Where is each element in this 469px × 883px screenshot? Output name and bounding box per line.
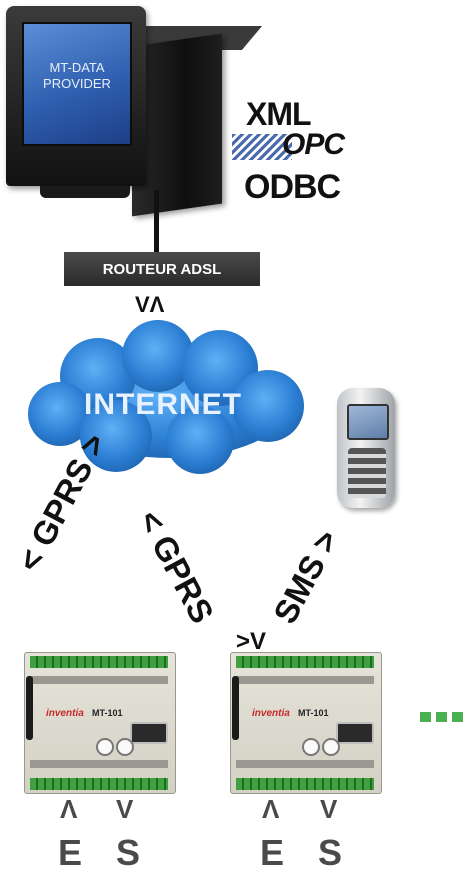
module-2-bottom-terminals bbox=[236, 778, 374, 790]
module-2-model: MT-101 bbox=[298, 708, 329, 718]
continuation-dash bbox=[452, 712, 463, 722]
internet-label: INTERNET bbox=[84, 388, 242, 421]
module-1-output-arrow: V bbox=[116, 794, 134, 824]
module-1-bottom-terminals bbox=[30, 778, 168, 790]
module-2-antenna bbox=[232, 676, 239, 740]
module-1-input-arrow: Λ bbox=[60, 794, 78, 824]
network-cable bbox=[154, 190, 159, 252]
link-gprs-middle: < GPRS bbox=[131, 504, 222, 630]
monitor-screen-text: MT-DATA PROVIDER bbox=[22, 60, 132, 92]
module-1-brand: inventia bbox=[46, 708, 84, 719]
format-xml: XML bbox=[246, 96, 312, 132]
module-2-knob bbox=[302, 738, 320, 756]
module-1-input-label: E bbox=[58, 832, 83, 873]
link-gprs-middle-arrows: >V bbox=[236, 628, 267, 655]
phone-keypad bbox=[348, 448, 386, 498]
screen-line-1: MT-DATA bbox=[49, 60, 105, 75]
continuation-dash bbox=[420, 712, 431, 722]
screen-line-2: PROVIDER bbox=[43, 76, 111, 91]
link-sms: SMS > bbox=[266, 523, 346, 630]
module-2-strip bbox=[236, 760, 374, 768]
format-odbc: ODBC bbox=[244, 168, 341, 206]
module-1-knob bbox=[116, 738, 134, 756]
monitor-screen bbox=[22, 22, 132, 146]
module-2-output-arrow: V bbox=[320, 794, 338, 824]
module-2-output-label: S bbox=[318, 832, 343, 873]
module-1-strip bbox=[30, 676, 168, 684]
module-2-input-arrow: Λ bbox=[262, 794, 280, 824]
module-2-serial-port bbox=[336, 722, 374, 744]
module-2-brand: inventia bbox=[252, 708, 290, 719]
router-box: ROUTEUR ADSL bbox=[64, 252, 260, 286]
router-label: ROUTEUR ADSL bbox=[102, 260, 222, 278]
internet-cloud bbox=[28, 320, 304, 474]
phone-screen bbox=[347, 404, 389, 440]
module-2-strip bbox=[236, 676, 374, 684]
module-2-top-terminals bbox=[236, 656, 374, 668]
format-opc: OPC bbox=[282, 128, 345, 161]
module-2-knob bbox=[322, 738, 340, 756]
module-1-knob bbox=[96, 738, 114, 756]
module-2-input-label: E bbox=[260, 832, 285, 873]
router-arrows: VΛ bbox=[135, 292, 165, 317]
module-1-output-label: S bbox=[116, 832, 141, 873]
monitor-base bbox=[40, 186, 130, 198]
module-1-model: MT-101 bbox=[92, 708, 123, 718]
module-1-antenna bbox=[26, 676, 33, 740]
opc-logo-stripes bbox=[232, 134, 292, 160]
module-1-strip bbox=[30, 760, 168, 768]
module-1-serial-port bbox=[130, 722, 168, 744]
continuation-dash bbox=[436, 712, 447, 722]
module-1-top-terminals bbox=[30, 656, 168, 668]
